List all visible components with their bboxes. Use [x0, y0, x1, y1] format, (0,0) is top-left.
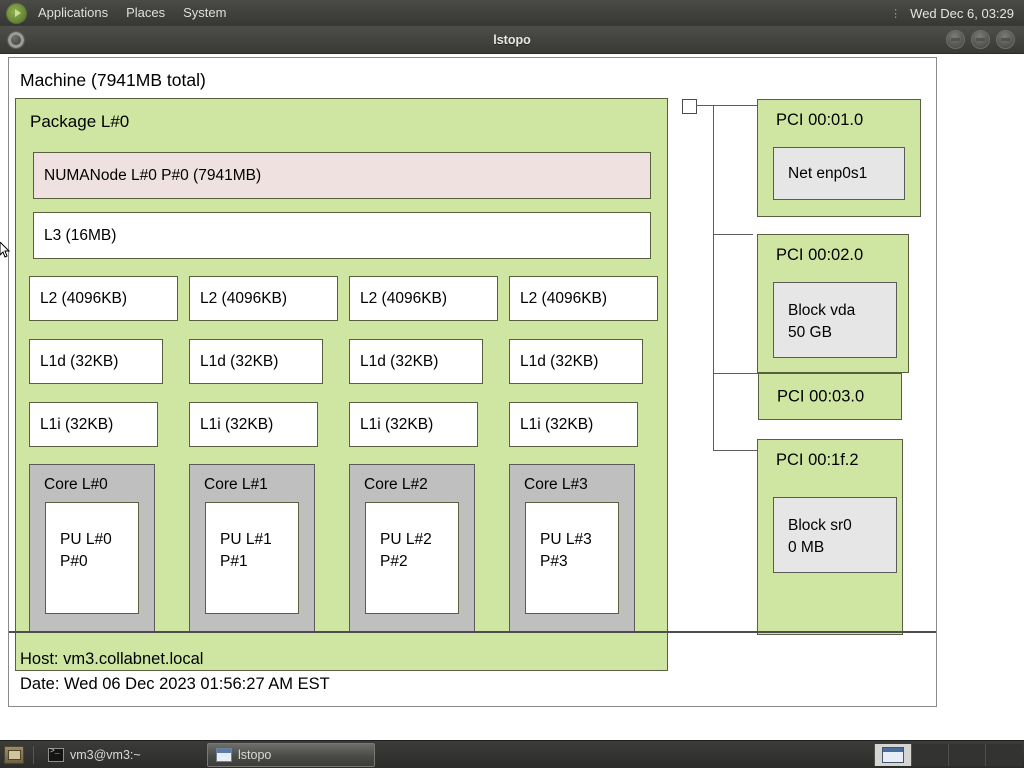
- terminal-icon: [48, 747, 64, 762]
- taskbar-separator: [33, 746, 34, 764]
- l2-cache-box[interactable]: L2 (4096KB): [29, 276, 178, 321]
- window-titlebar[interactable]: lstopo: [0, 26, 1024, 54]
- l1i-cache-box[interactable]: L1i (32KB): [189, 402, 318, 447]
- core-label: Core L#2: [364, 476, 428, 493]
- pci-branch-line: [713, 373, 759, 374]
- menu-places[interactable]: Places: [126, 5, 166, 20]
- date-label: Date: Wed 06 Dec 2023 01:56:27 AM EST: [20, 675, 330, 693]
- pci-device-label: PCI 00:03.0: [777, 386, 865, 405]
- numanode-box[interactable]: NUMANode L#0 P#0 (7941MB): [33, 152, 651, 199]
- pci-device-label: PCI 00:02.0: [776, 246, 864, 264]
- pci-child-label: Block sr0 0 MB: [788, 517, 852, 556]
- task-button-terminal[interactable]: vm3@vm3:~: [39, 743, 207, 767]
- l2-cache-label: L2 (4096KB): [40, 289, 128, 307]
- pci-child-box[interactable]: Block sr0 0 MB: [773, 497, 897, 573]
- pu-label: PU L#1 P#1: [220, 531, 272, 570]
- pci-child-label: Net enp0s1: [788, 164, 868, 182]
- l1i-cache-box[interactable]: L1i (32KB): [349, 402, 478, 447]
- pci-branch-line: [713, 234, 753, 235]
- pci-child-label: Block vda 50 GB: [788, 302, 856, 341]
- panel-clock[interactable]: Wed Dec 6, 03:29: [910, 5, 1014, 21]
- core-label: Core L#1: [204, 476, 268, 493]
- l2-cache-box[interactable]: L2 (4096KB): [509, 276, 658, 321]
- panel-grip-icon: ⋮: [890, 7, 903, 20]
- l2-cache-box[interactable]: L2 (4096KB): [189, 276, 338, 321]
- pci-trunk-line: [713, 105, 714, 450]
- menu-system[interactable]: System: [183, 5, 227, 20]
- lstopo-canvas[interactable]: Machine (7941MB total) Package L#0 NUMAN…: [8, 57, 937, 707]
- workspace-switcher[interactable]: [874, 744, 1024, 766]
- window-icon: [216, 748, 232, 762]
- show-desktop-icon[interactable]: [4, 746, 24, 764]
- l1i-cache-label: L1i (32KB): [520, 415, 594, 433]
- pci-device-box[interactable]: PCI 00:03.0: [758, 373, 902, 420]
- l1i-cache-box[interactable]: L1i (32KB): [509, 402, 638, 447]
- task-button-label: vm3@vm3:~: [70, 748, 141, 762]
- gnome-top-panel: Applications Places System ⋮ Wed Dec 6, …: [0, 0, 1024, 27]
- workspace-1[interactable]: [874, 744, 911, 766]
- l1i-cache-label: L1i (32KB): [200, 415, 274, 433]
- pu-label: PU L#0 P#0: [60, 531, 112, 570]
- l1d-cache-label: L1d (32KB): [520, 352, 599, 370]
- core-label: Core L#3: [524, 476, 588, 493]
- l2-cache-label: L2 (4096KB): [520, 289, 608, 307]
- pu-box[interactable]: PU L#1 P#1: [205, 502, 299, 614]
- pu-box[interactable]: PU L#2 P#2: [365, 502, 459, 614]
- pu-box[interactable]: PU L#3 P#3: [525, 502, 619, 614]
- l2-cache-label: L2 (4096KB): [200, 289, 288, 307]
- machine-label: Machine (7941MB total): [20, 70, 206, 90]
- footer-separator: [9, 631, 936, 633]
- pu-box[interactable]: PU L#0 P#0: [45, 502, 139, 614]
- workspace-4[interactable]: [985, 744, 1022, 766]
- package-label: Package L#0: [30, 112, 130, 131]
- minimize-button[interactable]: [946, 30, 965, 49]
- taskbar: vm3@vm3:~ lstopo: [0, 740, 1024, 768]
- core-label: Core L#0: [44, 476, 108, 493]
- workspace-3[interactable]: [948, 744, 985, 766]
- workspace-2[interactable]: [911, 744, 948, 766]
- task-button-lstopo[interactable]: lstopo: [207, 743, 375, 767]
- l3-cache-label: L3 (16MB): [44, 226, 117, 244]
- pci-branch-line: [713, 105, 758, 106]
- pci-child-box[interactable]: Block vda 50 GB: [773, 282, 897, 358]
- task-button-label: lstopo: [238, 748, 272, 762]
- l1i-cache-box[interactable]: L1i (32KB): [29, 402, 158, 447]
- numanode-label: NUMANode L#0 P#0 (7941MB): [44, 166, 262, 184]
- l1d-cache-label: L1d (32KB): [40, 352, 119, 370]
- pci-device-label: PCI 00:01.0: [776, 111, 864, 129]
- mouse-cursor-icon: [0, 241, 12, 260]
- l1d-cache-box[interactable]: L1d (32KB): [29, 339, 163, 384]
- pu-label: PU L#3 P#3: [540, 531, 592, 570]
- l2-cache-label: L2 (4096KB): [360, 289, 448, 307]
- l1d-cache-box[interactable]: L1d (32KB): [349, 339, 483, 384]
- l1d-cache-box[interactable]: L1d (32KB): [509, 339, 643, 384]
- host-bridge-square-icon[interactable]: [682, 99, 697, 114]
- lstopo-window: lstopo Machine (7941MB total) Package L#…: [0, 26, 1024, 740]
- l3-cache-box[interactable]: L3 (16MB): [33, 212, 651, 259]
- pci-child-box[interactable]: Net enp0s1: [773, 147, 905, 200]
- pu-label: PU L#2 P#2: [380, 531, 432, 570]
- l2-cache-box[interactable]: L2 (4096KB): [349, 276, 498, 321]
- close-button[interactable]: [996, 30, 1015, 49]
- menu-applications[interactable]: Applications: [38, 5, 109, 20]
- l1d-cache-label: L1d (32KB): [200, 352, 279, 370]
- l1i-cache-label: L1i (32KB): [40, 415, 114, 433]
- window-title: lstopo: [493, 32, 531, 47]
- app-window-icon[interactable]: [7, 30, 25, 49]
- l1d-cache-label: L1d (32KB): [360, 352, 439, 370]
- maximize-button[interactable]: [971, 30, 990, 49]
- l1i-cache-label: L1i (32KB): [360, 415, 434, 433]
- pci-branch-line: [713, 450, 758, 451]
- gnome-footprint-icon[interactable]: [6, 2, 27, 24]
- l1d-cache-box[interactable]: L1d (32KB): [189, 339, 323, 384]
- host-label: Host: vm3.collabnet.local: [20, 650, 204, 668]
- pci-device-label: PCI 00:1f.2: [776, 451, 859, 469]
